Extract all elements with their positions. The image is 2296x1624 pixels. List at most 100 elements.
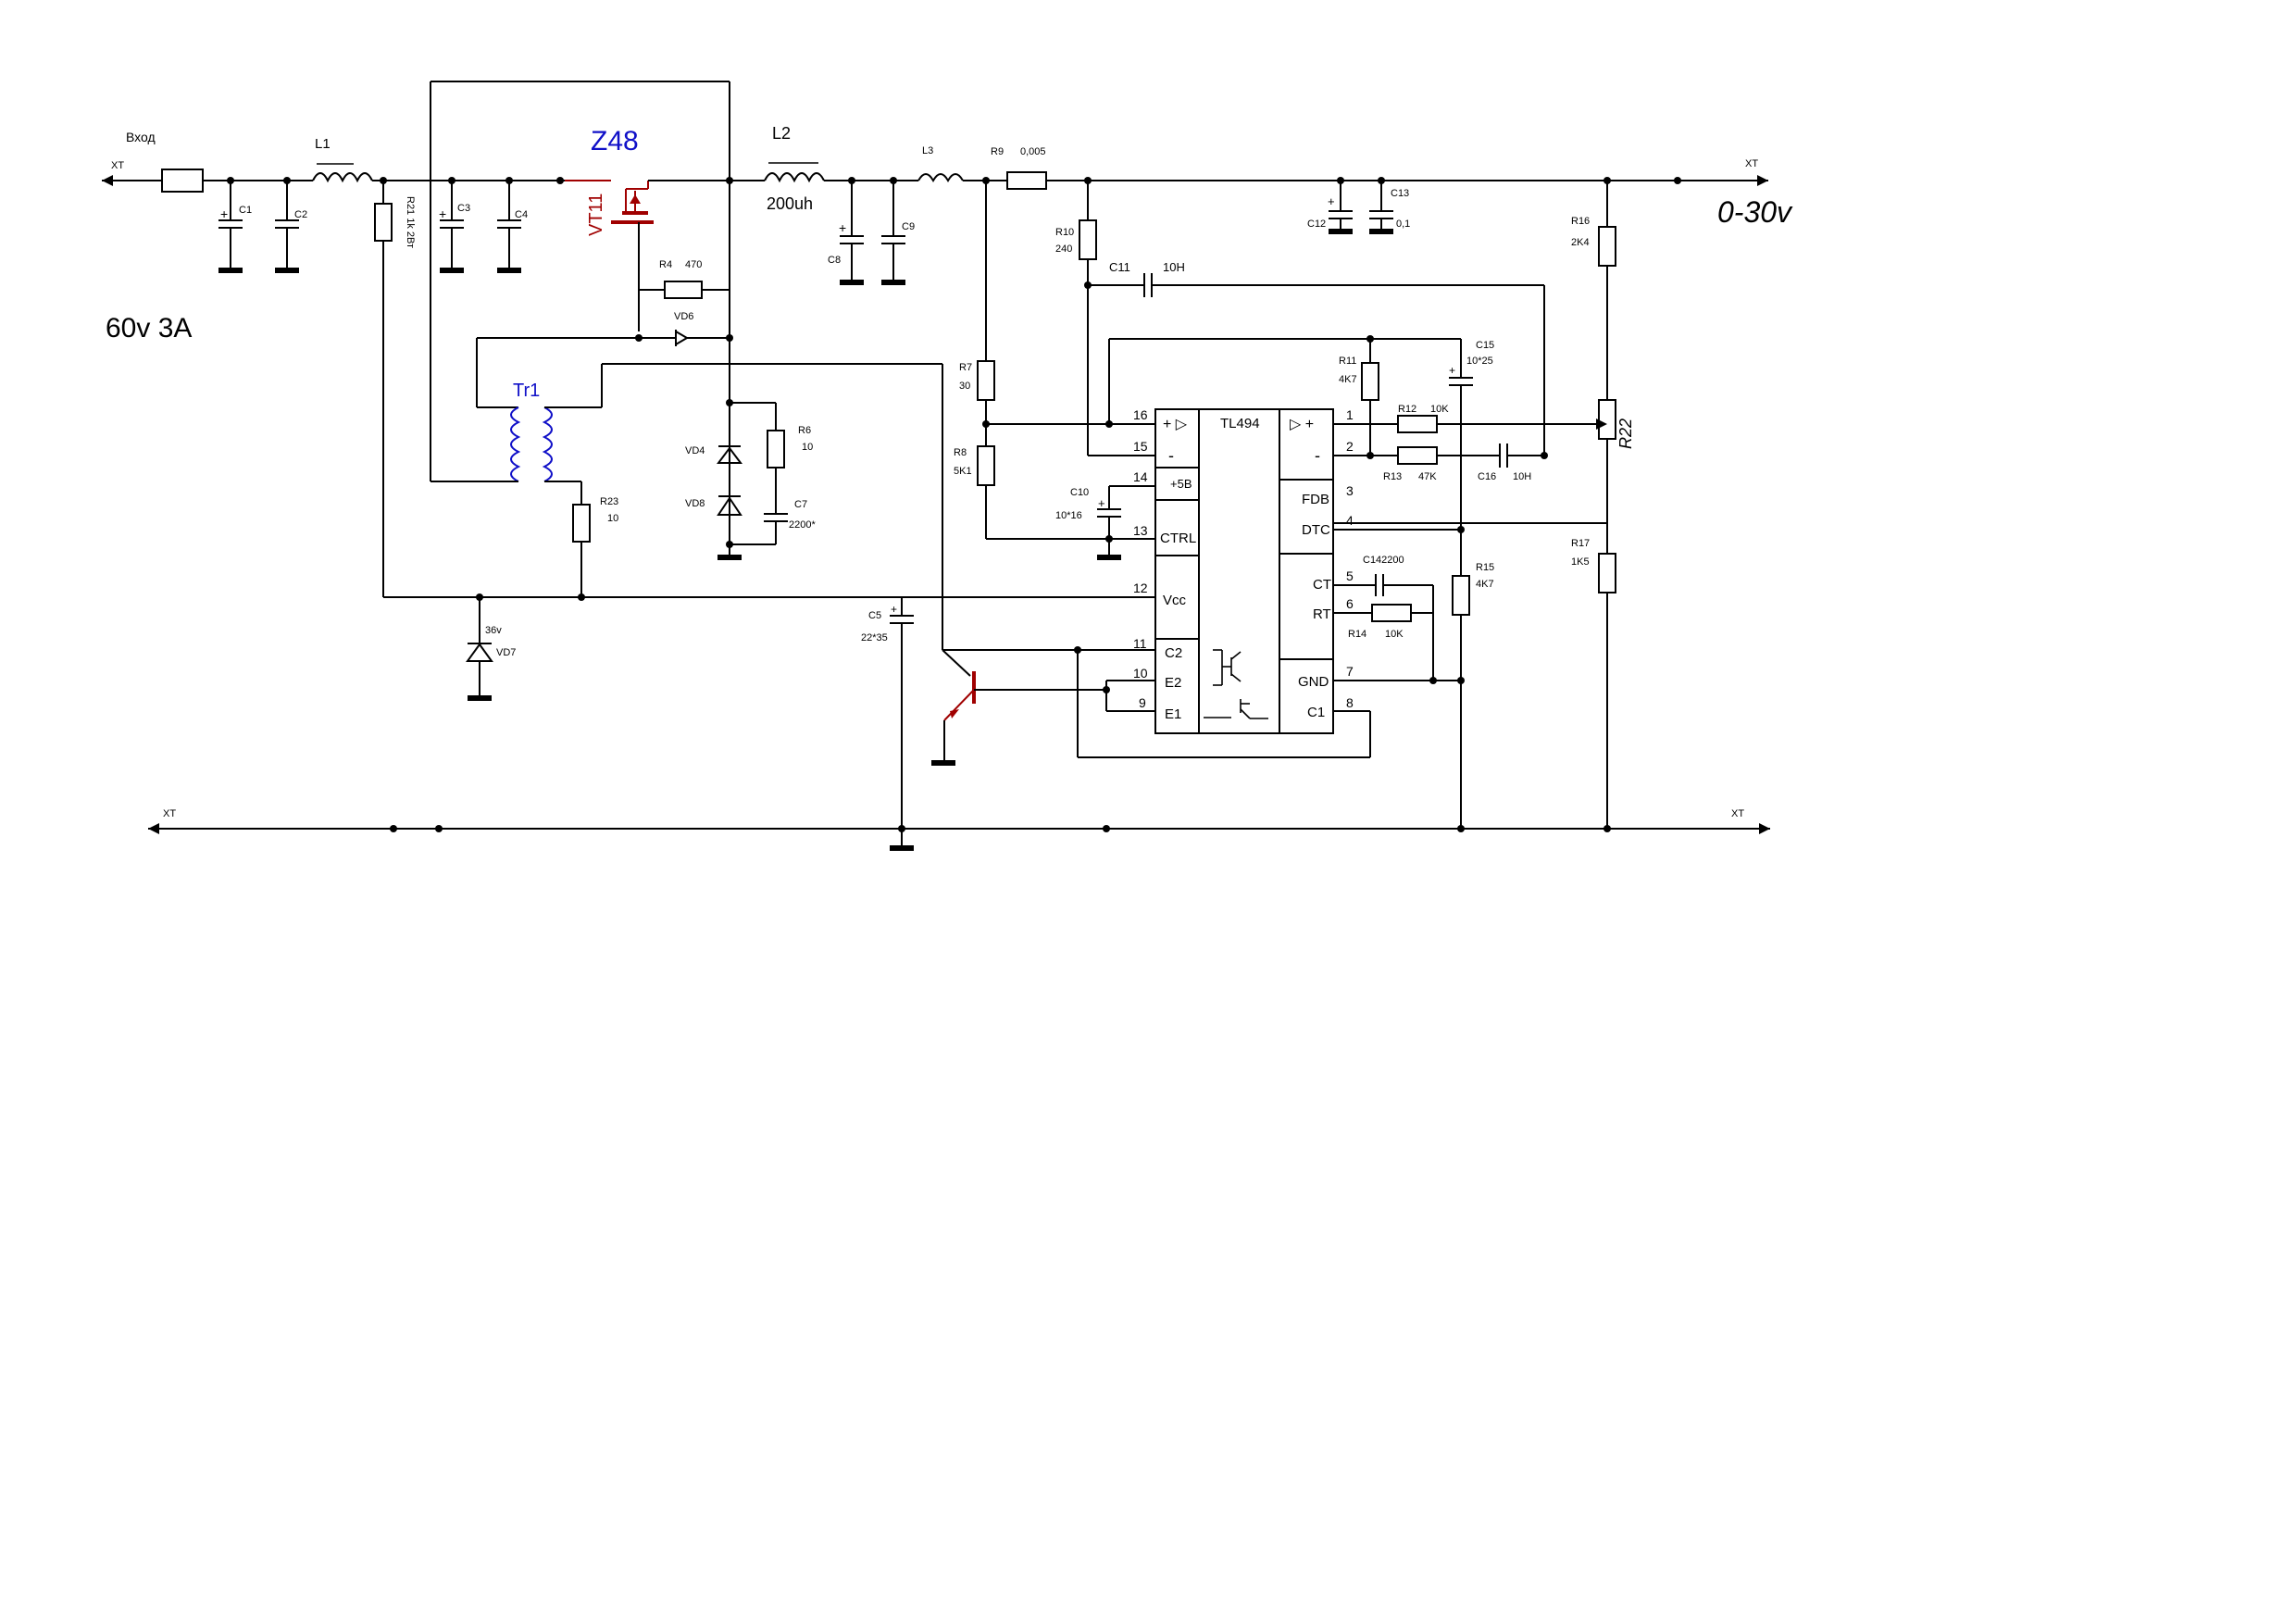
svg-text:VD4: VD4 [685, 445, 705, 456]
zener-vd7: 36v VD7 [466, 597, 516, 701]
driver-transistor [931, 364, 1155, 766]
svg-text:+: + [220, 206, 228, 221]
svg-text:+: + [1449, 364, 1455, 377]
svg-text:10: 10 [1133, 666, 1148, 681]
svg-text:C11: C11 [1109, 260, 1130, 274]
svg-text:7: 7 [1346, 664, 1354, 679]
capacitor-c10: + C10 10*16 [1055, 485, 1155, 560]
svg-text:15: 15 [1133, 439, 1148, 454]
svg-text:DTC: DTC [1302, 522, 1330, 538]
xt-gnd-right-label: XT [1731, 808, 1744, 819]
xt-output-label: XT [1745, 158, 1758, 169]
svg-text:8: 8 [1346, 695, 1354, 710]
svg-text:+: + [1328, 194, 1335, 208]
svg-text:CT: CT [1313, 577, 1331, 593]
svg-text:6: 6 [1346, 596, 1354, 611]
svg-text:9: 9 [1139, 695, 1146, 710]
svg-text:L2: L2 [772, 124, 791, 143]
svg-text:12: 12 [1133, 581, 1148, 595]
zener-vd4: VD4 [685, 403, 742, 498]
svg-text:C142200: C142200 [1363, 555, 1404, 566]
svg-text:+ ▷: + ▷ [1163, 417, 1188, 432]
mosfet-vt11 [565, 180, 654, 224]
svg-text:47K: 47K [1418, 471, 1437, 482]
svg-text:2: 2 [1346, 439, 1354, 454]
svg-text:36v: 36v [485, 625, 502, 636]
svg-text:VD7: VD7 [496, 647, 516, 658]
spec-label: 60v 3A [106, 313, 192, 344]
svg-text:C12: C12 [1307, 219, 1326, 230]
svg-text:L3: L3 [922, 145, 933, 156]
resistor-r11: R11 4K7 [1339, 356, 1379, 401]
svg-text:1K5: 1K5 [1571, 556, 1590, 568]
output-voltage-label: 0-30v [1717, 195, 1793, 229]
capacitor-c1: + C1 [218, 181, 252, 273]
svg-text:14: 14 [1133, 469, 1148, 484]
svg-text:R21 1k 2Вт: R21 1k 2Вт [405, 196, 416, 248]
svg-text:R13: R13 [1383, 471, 1402, 482]
capacitor-c2: C2 [275, 181, 307, 273]
svg-text:22*35: 22*35 [861, 632, 888, 643]
svg-text:Vcc: Vcc [1163, 593, 1187, 608]
ground-rail: XT XT [148, 808, 1770, 834]
svg-text:470: 470 [685, 259, 702, 270]
resistor-r13: R13 47K [1383, 446, 1438, 482]
resistor-r12: R12 10K [1397, 404, 1449, 433]
junction-dots [227, 177, 1681, 832]
capacitor-c13: C13 0,1 [1369, 181, 1410, 234]
resistor-r8: R8 5K1 [954, 445, 995, 486]
svg-text:R9: R9 [991, 146, 1004, 157]
capacitor-c4: C4 [497, 181, 528, 273]
capacitor-c9: C9 [881, 181, 915, 285]
resistor-r10: R10 240 [1055, 219, 1097, 260]
resistor-r4: R4 470 [639, 259, 730, 299]
svg-text:C2: C2 [1165, 645, 1182, 661]
svg-text:10K: 10K [1385, 629, 1404, 640]
resistor-r9: R9 0,005 [991, 146, 1047, 190]
svg-text:C7: C7 [794, 499, 807, 510]
inductor-l2: L2 200uh [764, 124, 825, 213]
l1-label: L1 [315, 136, 331, 152]
svg-text:C5: C5 [868, 610, 881, 621]
svg-text:+: + [439, 206, 446, 221]
svg-text:VD8: VD8 [685, 498, 705, 509]
svg-text:4K7: 4K7 [1339, 374, 1357, 385]
svg-text:+: + [891, 603, 897, 616]
svg-text:11: 11 [1133, 636, 1147, 651]
diode-vd6: VD6 [477, 311, 730, 346]
svg-text:2200*: 2200* [789, 519, 816, 531]
svg-text:10: 10 [607, 513, 618, 524]
svg-text:10K: 10K [1430, 404, 1449, 415]
svg-text:30: 30 [959, 381, 970, 392]
svg-text:TL494: TL494 [1220, 416, 1260, 431]
xt-gnd-left-label: XT [163, 808, 176, 819]
inductor-l3: L3 [917, 145, 964, 183]
fuse [161, 169, 204, 193]
svg-text:R22: R22 [1616, 418, 1635, 449]
capacitor-c14: C142200 [1333, 555, 1434, 681]
svg-text:+: + [839, 220, 846, 235]
svg-text:16: 16 [1133, 407, 1148, 422]
resistor-r7: R7 30 [959, 360, 995, 401]
xt-input-label: XT [111, 160, 124, 171]
svg-text:R11: R11 [1339, 356, 1356, 367]
input-label: Вход [126, 130, 156, 144]
svg-text:C2: C2 [294, 209, 307, 220]
svg-text:1: 1 [1346, 407, 1354, 422]
svg-text:GND: GND [1298, 674, 1329, 690]
svg-text:R16: R16 [1571, 216, 1590, 227]
svg-text:10*25: 10*25 [1466, 356, 1493, 367]
svg-text:R6: R6 [798, 425, 811, 436]
svg-text:5: 5 [1346, 568, 1354, 583]
svg-text:0,1: 0,1 [1396, 219, 1410, 230]
svg-text:C16: C16 [1478, 471, 1496, 482]
svg-text:R15: R15 [1476, 562, 1494, 573]
resistor-r21: R21 1k 2Вт [374, 181, 416, 597]
ic-tl494: TL494 + ▷ - +5B CTRL Vcc C2 E2 E1 ▷ + - … [1154, 408, 1334, 734]
svg-text:FDB: FDB [1302, 492, 1329, 507]
svg-text:C9: C9 [902, 221, 915, 232]
svg-text:4: 4 [1346, 513, 1354, 528]
svg-text:240: 240 [1055, 244, 1072, 255]
svg-text:C13: C13 [1391, 188, 1409, 199]
